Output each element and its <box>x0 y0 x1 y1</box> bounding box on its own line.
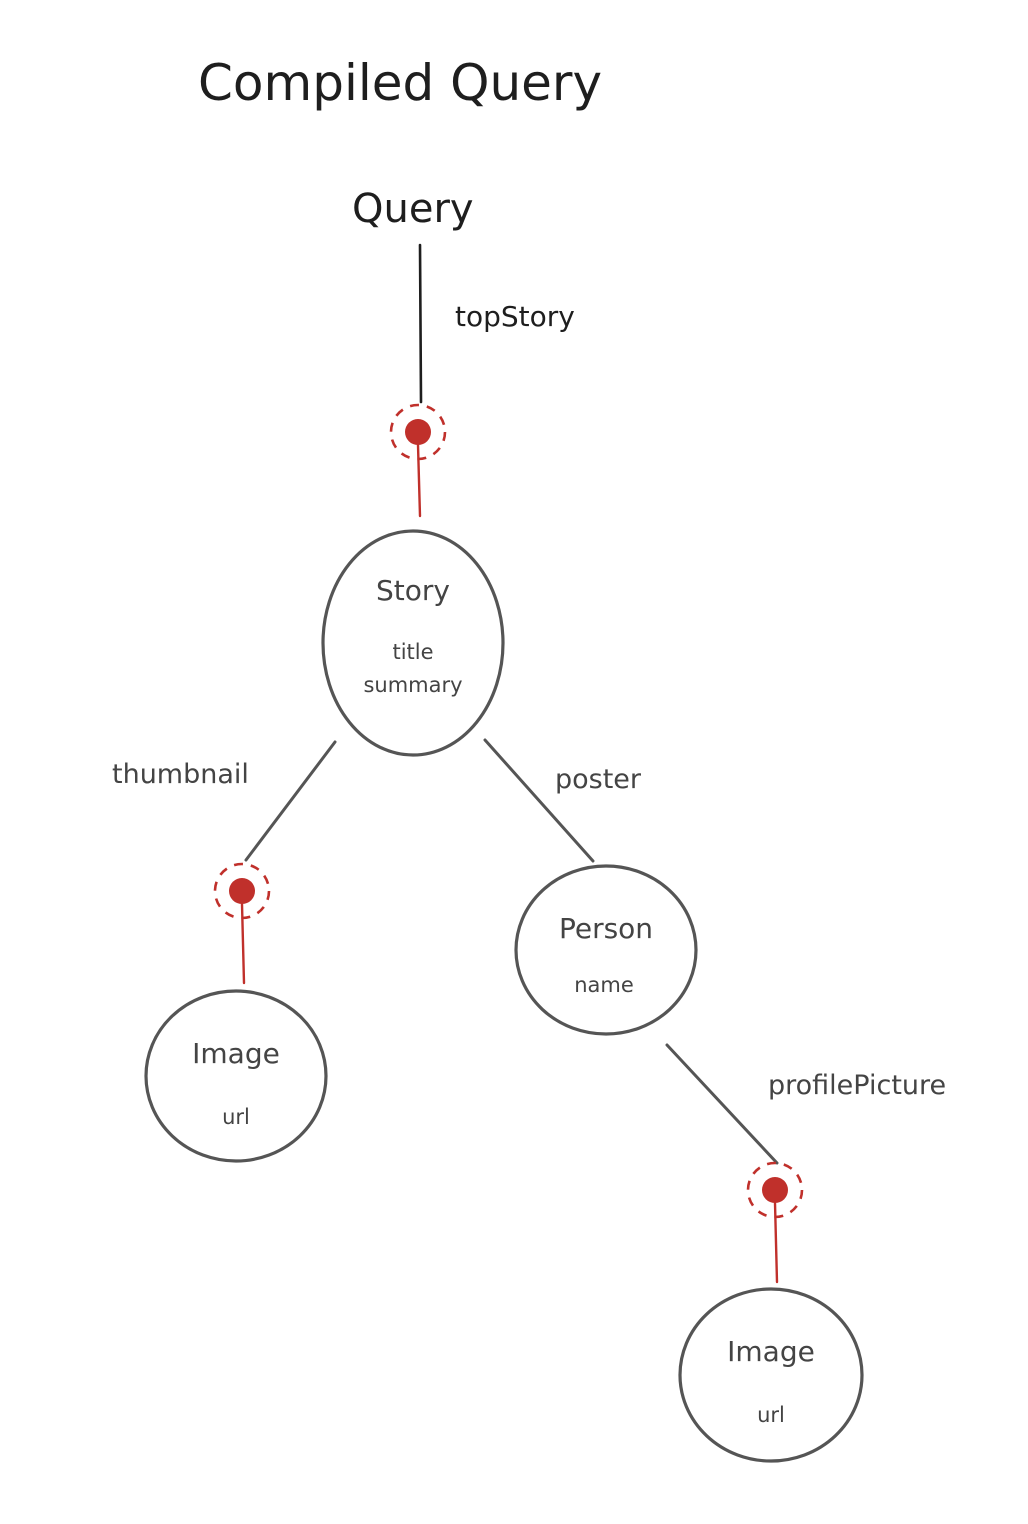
node-type-image-thumbnail: Image <box>192 1037 280 1070</box>
node-type-image-profile: Image <box>727 1335 815 1368</box>
edge-label-poster: poster <box>555 764 642 795</box>
node-story: Story title summary <box>321 529 505 757</box>
fragment-line-story <box>416 443 422 518</box>
edge-line-poster <box>483 738 595 863</box>
fragment-marker-dot <box>762 1177 788 1203</box>
node-field-image-profile-url: url <box>757 1403 785 1427</box>
node-circle-person <box>514 864 698 1036</box>
fragment-line-image-thumbnail <box>240 902 246 985</box>
node-circle-story <box>321 529 505 757</box>
fragment-marker-dot <box>405 419 431 445</box>
node-field-story-title: title <box>392 640 433 664</box>
node-field-story-summary: summary <box>363 673 462 697</box>
node-type-story: Story <box>376 574 450 607</box>
diagram-title: Compiled Query <box>198 54 602 112</box>
edge-line-profile-picture <box>665 1043 779 1165</box>
edge-line-thumbnail <box>244 740 337 862</box>
node-circle-image-profile <box>678 1287 864 1463</box>
fragment-line-image-profile <box>773 1201 779 1284</box>
node-image-profile: Image url <box>678 1287 864 1463</box>
edge-label-top-story: topStory <box>455 300 575 333</box>
edge-label-thumbnail: thumbnail <box>112 759 249 790</box>
node-type-person: Person <box>559 912 653 945</box>
edge-label-profile-picture: profilePicture <box>768 1070 946 1101</box>
fragment-marker-dot <box>229 878 255 904</box>
root-query-label: Query <box>352 186 474 232</box>
node-person: Person name <box>514 864 698 1036</box>
node-image-thumbnail: Image url <box>144 989 328 1163</box>
node-circle-image-thumbnail <box>144 989 328 1163</box>
node-field-image-thumbnail-url: url <box>222 1105 250 1129</box>
node-field-person-name: name <box>574 973 634 997</box>
edge-line-top-story <box>418 243 423 404</box>
